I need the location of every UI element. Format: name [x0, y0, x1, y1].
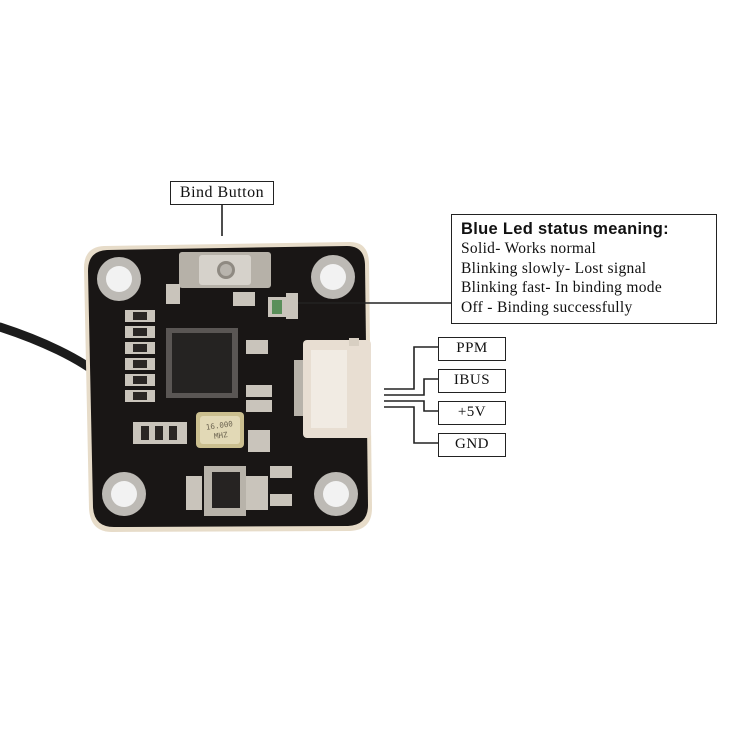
main-chip [166, 328, 238, 398]
svg-text:16.000: 16.000 [205, 419, 234, 432]
status-led [268, 297, 286, 317]
pin-label-5v: +5V [438, 401, 506, 425]
bind-button-switch [179, 252, 271, 288]
mounting-holes [97, 255, 358, 516]
leader-lines [221, 205, 451, 444]
legend-line-blink-fast: Blinking fast- In binding mode [461, 279, 663, 296]
pin-label-ppm: PPM [438, 337, 506, 361]
legend-line-blink-slow: Blinking slowly- Lost signal [461, 259, 647, 277]
legend-title: Blue Led status meaning: [461, 220, 669, 238]
legend-line-off: Off - Binding successfully [461, 298, 633, 316]
smd-component-column [125, 284, 292, 510]
voltage-regulator [204, 466, 246, 516]
pin-label-ibus: IBUS [438, 369, 506, 393]
legend-line-solid: Solid- Works normal [461, 240, 597, 257]
led-status-legend: Blue Led status meaning: Solid- Works no… [451, 214, 717, 324]
bind-button-label: Bind Button [170, 181, 274, 205]
pin-label-gnd: GND [438, 433, 506, 457]
crystal-oscillator: 16.000 MHZ [196, 412, 244, 448]
4-pin-connector [294, 338, 371, 438]
svg-text:MHZ: MHZ [213, 430, 228, 441]
